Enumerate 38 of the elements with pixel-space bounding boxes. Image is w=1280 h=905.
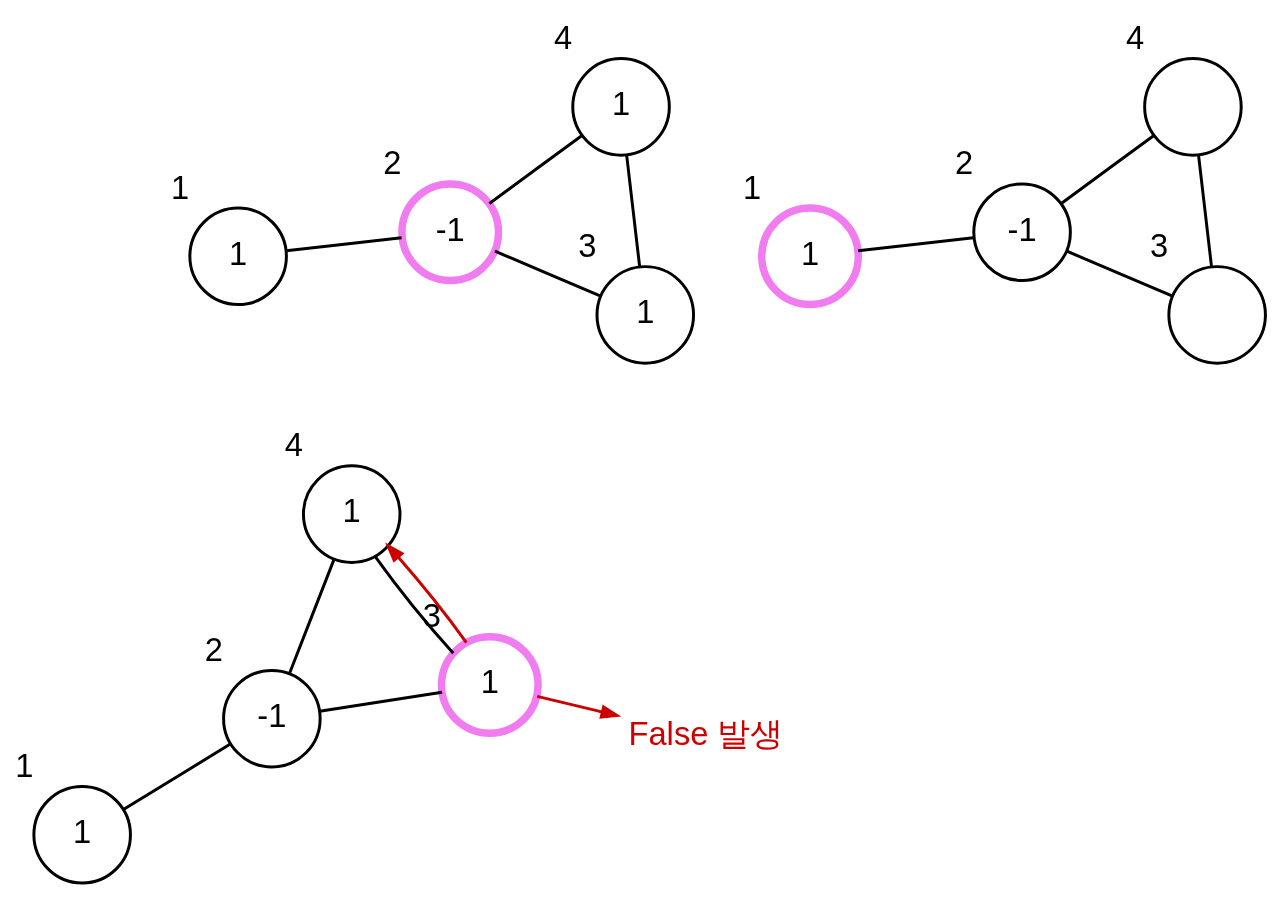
node-label: 1 bbox=[15, 746, 34, 784]
connector bbox=[1060, 133, 1155, 205]
connector bbox=[373, 555, 455, 654]
connector bbox=[857, 235, 974, 252]
connector bbox=[1066, 249, 1174, 297]
connector bbox=[286, 235, 402, 252]
node-circle: 1 bbox=[437, 632, 542, 737]
node-label: 4 bbox=[284, 425, 303, 463]
node-circle bbox=[1143, 56, 1243, 157]
node-label: 2 bbox=[383, 143, 402, 181]
node-circle: -1 bbox=[972, 181, 1072, 282]
connector bbox=[123, 742, 232, 811]
node-text: False 발생 bbox=[628, 714, 784, 752]
node-circle: -1 bbox=[222, 668, 322, 768]
node-circle: 1 bbox=[758, 203, 862, 308]
node-circle: 1 bbox=[32, 784, 132, 885]
node-label: 1 bbox=[171, 168, 190, 205]
node-circle: 1 bbox=[571, 56, 671, 157]
node-circle: 1 bbox=[301, 463, 402, 564]
node-label: 3 bbox=[578, 226, 597, 264]
node-circle: 1 bbox=[595, 264, 696, 365]
node-circle: -1 bbox=[398, 179, 503, 284]
node-label: 4 bbox=[554, 18, 573, 56]
connector bbox=[494, 249, 602, 297]
arrow bbox=[385, 541, 468, 643]
node-label: 2 bbox=[204, 630, 224, 668]
node-circle: 1 bbox=[188, 206, 288, 306]
connector bbox=[488, 133, 583, 205]
connector bbox=[288, 558, 336, 674]
arrow bbox=[536, 694, 622, 719]
connector bbox=[319, 690, 443, 713]
connector bbox=[625, 154, 642, 267]
node-label: 4 bbox=[1125, 18, 1145, 56]
node-circle bbox=[1167, 264, 1267, 365]
connector bbox=[1197, 154, 1213, 267]
node-label: 1 bbox=[742, 168, 762, 205]
node-label: 2 bbox=[955, 143, 974, 181]
node-label: 3 bbox=[1150, 226, 1169, 264]
